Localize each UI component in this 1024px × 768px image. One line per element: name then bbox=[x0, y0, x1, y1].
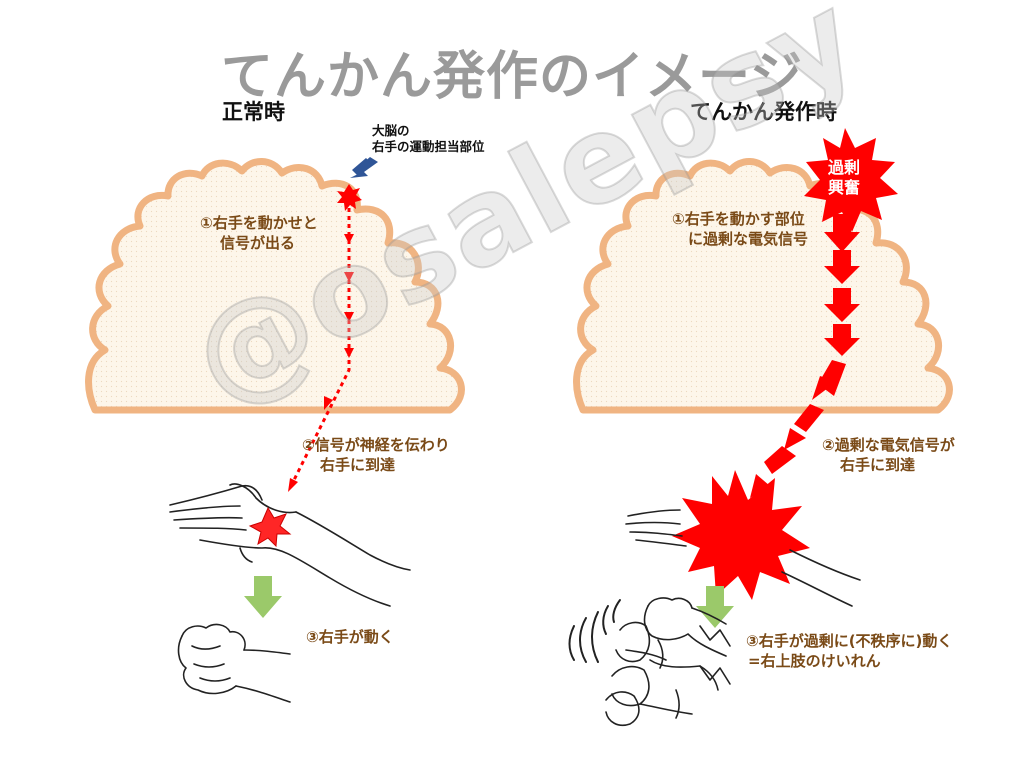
right-shaking-fists bbox=[605, 597, 731, 727]
right-hand-burst bbox=[672, 470, 810, 600]
right-step2: ②過剰な電気信号が 右手に到達 bbox=[822, 436, 955, 475]
right-open-hand bbox=[625, 509, 861, 607]
right-step1: ①右手を動かす部位 に過剰な電気信号 bbox=[672, 210, 808, 249]
brain-note-line1: 大脳の bbox=[372, 123, 410, 138]
left-step1-line2: 信号が出る bbox=[220, 233, 296, 252]
right-step1-line2: に過剰な電気信号 bbox=[688, 229, 809, 248]
left-open-hand bbox=[169, 483, 411, 607]
right-burst-label: 過剰 興奮 bbox=[828, 158, 860, 198]
left-small-burst bbox=[337, 184, 362, 211]
left-down-arrow bbox=[244, 576, 282, 618]
left-fist bbox=[177, 623, 291, 703]
right-step3-line2: =右上肢のけいれん bbox=[748, 651, 881, 670]
right-panel-heading: てんかん発作時 bbox=[690, 100, 837, 124]
right-step3: ③右手が過剰に(不秩序に)動く =右上肢のけいれん bbox=[746, 632, 952, 671]
right-step3-line1: ③右手が過剰に(不秩序に)動く bbox=[746, 632, 953, 650]
right-brain-outline bbox=[573, 158, 953, 414]
left-hand-burst bbox=[248, 506, 292, 548]
main-title: てんかん発作のイメージ bbox=[221, 47, 803, 107]
left-step1-line1: ①右手を動かせと bbox=[200, 214, 318, 232]
left-step2-line1: ②信号が神経を伝わり bbox=[302, 436, 450, 454]
right-burst-line2: 興奮 bbox=[828, 178, 861, 197]
right-step2-line2: 右手に到達 bbox=[840, 455, 916, 474]
left-brain-outline bbox=[85, 158, 465, 414]
brain-note: 大脳の 右手の運動担当部位 bbox=[372, 123, 485, 154]
left-signal-path bbox=[288, 208, 351, 489]
right-burst-line1: 過剰 bbox=[828, 158, 861, 177]
left-step3: ③右手が動く bbox=[306, 628, 394, 646]
brain-note-line2: 右手の運動担当部位 bbox=[372, 138, 485, 154]
right-step2-line1: ②過剰な電気信号が bbox=[822, 436, 955, 454]
left-step2: ②信号が神経を伝わり 右手に到達 bbox=[302, 436, 450, 475]
right-step1-line1: ①右手を動かす部位 bbox=[672, 210, 805, 228]
left-step1: ①右手を動かせと 信号が出る bbox=[200, 214, 318, 253]
right-signal-arrows bbox=[750, 214, 860, 498]
left-panel-heading: 正常時 bbox=[222, 100, 285, 124]
motion-lines bbox=[568, 599, 621, 663]
right-top-burst bbox=[804, 128, 898, 232]
right-down-arrow bbox=[696, 586, 734, 628]
left-step2-line2: 右手に到達 bbox=[320, 455, 396, 474]
